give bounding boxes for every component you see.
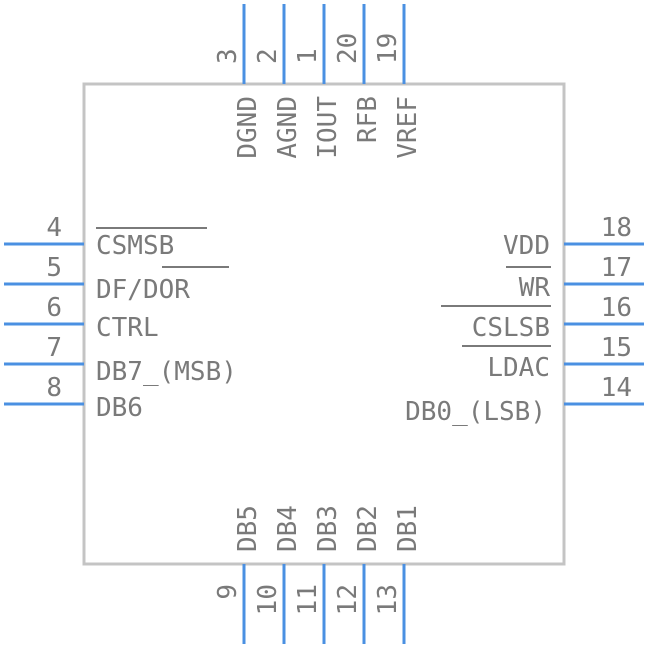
pin-number: 17 xyxy=(601,253,632,283)
pin-label: VREF xyxy=(393,96,423,159)
pin-label: DB4 xyxy=(273,505,303,552)
pin-label: DB0_(LSB) xyxy=(405,397,546,427)
pin-label: DF/DOR xyxy=(96,275,190,305)
pin-label: CSLSB xyxy=(472,313,550,343)
pin-number: 2 xyxy=(253,48,283,64)
pin-number: 12 xyxy=(333,584,363,615)
pin-number: 5 xyxy=(46,253,62,283)
pin-label: DB6 xyxy=(96,393,143,423)
pin-label: DB7_(MSB) xyxy=(96,357,237,387)
pin-number: 1 xyxy=(293,48,323,64)
pin-number: 16 xyxy=(601,293,632,323)
pin-number: 15 xyxy=(601,333,632,363)
pin-number: 18 xyxy=(601,213,632,243)
pin-label: RFB xyxy=(353,96,383,143)
pin-number: 19 xyxy=(373,33,403,64)
bottom-pins: 9 10 11 12 13 DB5 DB4 DB3 DB2 DB1 xyxy=(213,505,423,644)
pin-number: 10 xyxy=(253,584,283,615)
pin-number: 6 xyxy=(46,293,62,323)
pin-number: 3 xyxy=(213,48,243,64)
top-pins: 3 2 1 20 19 DGND AGND IOUT RFB VREF xyxy=(213,4,423,159)
pin-number: 14 xyxy=(601,373,632,403)
pin-label: CSMSB xyxy=(96,231,174,261)
pin-number: 13 xyxy=(373,584,403,615)
pin-label: IOUT xyxy=(313,96,343,159)
right-pins: 18 17 16 15 14 VDD WR CSLSB LDAC DB0_(LS… xyxy=(405,213,644,427)
pin-label: DGND xyxy=(233,96,263,159)
pin-number: 4 xyxy=(46,213,62,243)
pin-label: DB2 xyxy=(353,505,383,552)
left-pins: 4 5 6 7 8 CSMSB DF/DOR CTRL DB7_(MSB) DB… xyxy=(4,213,237,423)
pin-number: 11 xyxy=(293,584,323,615)
pin-label: AGND xyxy=(273,96,303,159)
pin-label: VDD xyxy=(503,231,550,261)
pin-label: DB5 xyxy=(233,505,263,552)
pin-number: 8 xyxy=(46,373,62,403)
pin-number: 7 xyxy=(46,333,62,363)
pin-label: DB1 xyxy=(393,505,423,552)
pin-label: DB3 xyxy=(313,505,343,552)
pin-number: 9 xyxy=(213,584,243,600)
pin-label: LDAC xyxy=(487,353,550,383)
pin-number: 20 xyxy=(333,33,363,64)
pin-label: CTRL xyxy=(96,313,159,343)
pin-label: WR xyxy=(519,273,551,303)
